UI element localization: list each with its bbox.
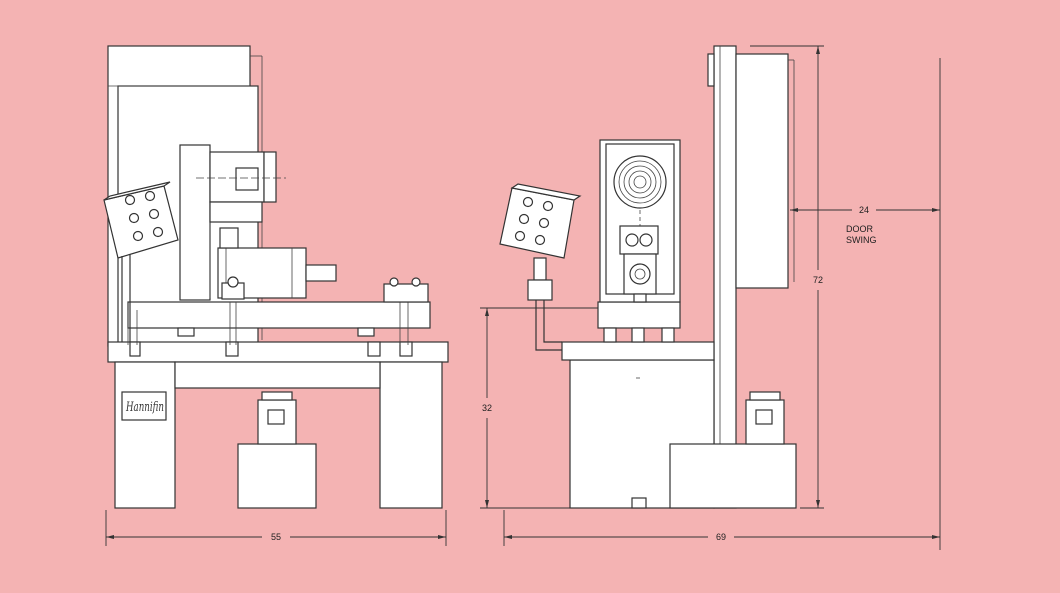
front-table-top [107, 341, 449, 363]
side-table-top [561, 341, 715, 361]
side-cabinet-column [713, 45, 737, 509]
front-head-plate [179, 144, 211, 301]
dimension-overall-height: 72 [813, 275, 823, 285]
door-swing-label-line1: DOOR [846, 224, 874, 234]
side-upper-deck [597, 301, 681, 329]
dimension-front-width: 55 [271, 532, 281, 542]
front-view: Hannifin [103, 45, 449, 546]
brand-logo: Hannifin [125, 400, 164, 415]
front-spindle-right [383, 283, 429, 303]
front-reservoir [237, 443, 317, 509]
side-fan-guard [613, 155, 667, 209]
side-view: 32 72 24 DOOR SWING 69 [480, 45, 941, 550]
front-leg-left [114, 361, 176, 509]
front-upper-deck [127, 301, 431, 329]
front-motor-shaft [305, 264, 337, 282]
dimension-table-height: 32 [482, 403, 492, 413]
front-pushbutton-station [103, 181, 179, 342]
dimension-overall-width: 69 [716, 532, 726, 542]
logo-plate [121, 391, 167, 421]
front-crossbar [174, 361, 381, 389]
front-leg-right [379, 361, 443, 509]
door-swing-label-line2: SWING [846, 235, 877, 245]
side-cabinet-door [735, 53, 789, 289]
side-pushbutton-station [499, 183, 582, 351]
dimension-door-clearance: 24 [859, 205, 869, 215]
side-reservoir [669, 443, 797, 509]
side-pushbutton-mount [527, 279, 553, 301]
